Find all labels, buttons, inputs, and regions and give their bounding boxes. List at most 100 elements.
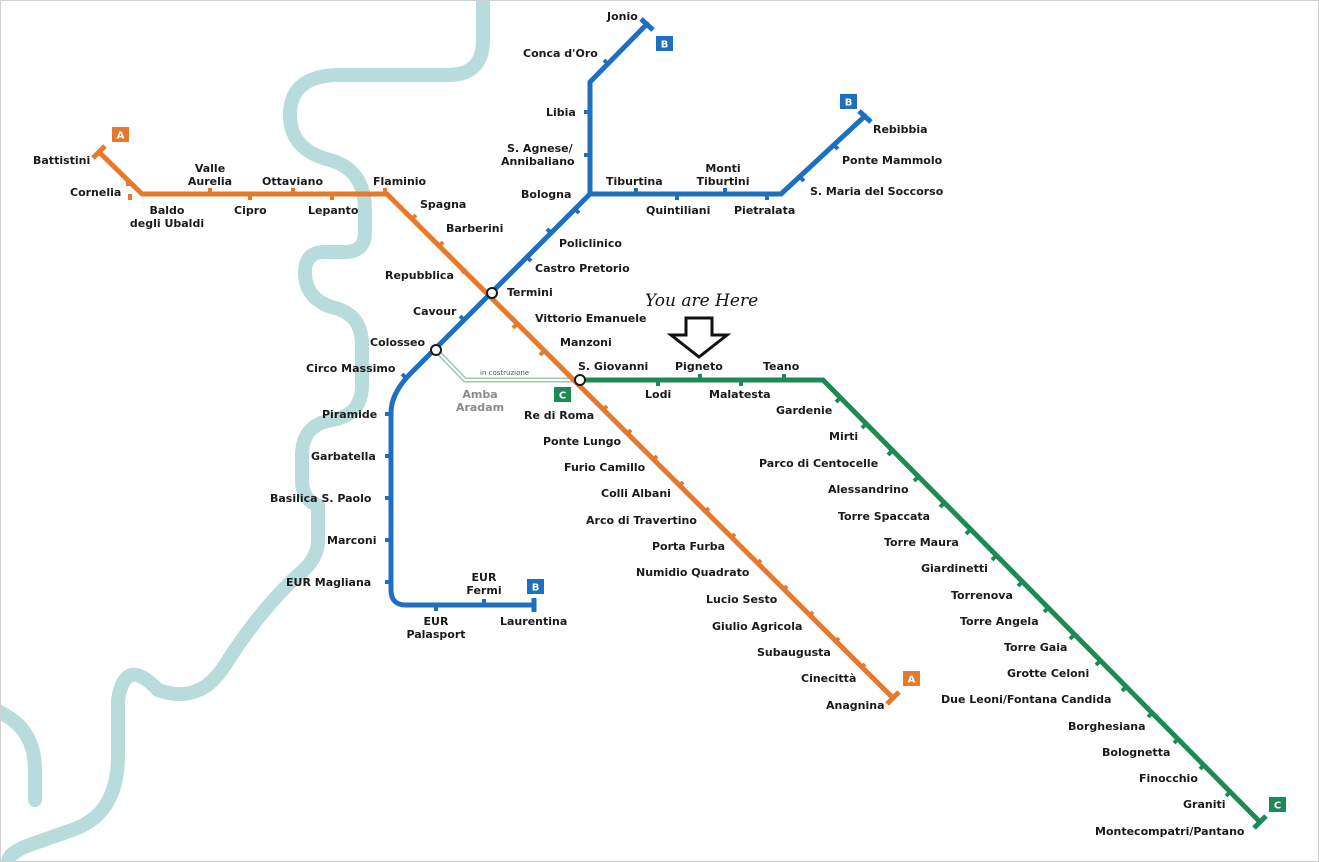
station-eur-palasport-2: Palasport	[406, 628, 465, 641]
station-vittorio-emanuele: Vittorio Emanuele	[535, 312, 647, 325]
station-ottaviano: Ottaviano	[262, 175, 323, 188]
line-b-terminals	[531, 17, 873, 612]
badge-a-west: A	[112, 127, 129, 142]
station-parco-di-centocelle: Parco di Centocelle	[759, 457, 878, 470]
interchange-s-giovanni	[574, 374, 586, 386]
station-quintiliani: Quintiliani	[646, 204, 710, 217]
station-battistini: Battistini	[33, 154, 90, 167]
station-torre-gaia: Torre Gaia	[1004, 641, 1067, 654]
station-ponte-mammolo: Ponte Mammolo	[842, 154, 943, 167]
station-colosseo: Colosseo	[370, 336, 426, 349]
station-lepanto: Lepanto	[308, 204, 359, 217]
svg-text:C: C	[1274, 801, 1281, 812]
station-piramide: Piramide	[322, 408, 377, 421]
station-repubblica: Repubblica	[385, 269, 454, 282]
svg-text:A: A	[908, 675, 916, 686]
station-termini: Termini	[507, 286, 553, 299]
station-eur-fermi-2: Fermi	[466, 584, 501, 597]
station-eur-magliana: EUR Magliana	[286, 576, 371, 589]
station-baldo-degli-ubaldi-2: degli Ubaldi	[130, 217, 204, 230]
badge-a-east: A	[903, 671, 920, 686]
station-monti-tiburtini-2: Tiburtini	[696, 175, 749, 188]
station-porta-furba: Porta Furba	[652, 540, 725, 553]
station-torre-angela: Torre Angela	[960, 615, 1039, 628]
station-torre-spaccata: Torre Spaccata	[838, 510, 930, 523]
line-a-terminals	[91, 144, 901, 706]
station-garbatella: Garbatella	[311, 450, 376, 463]
station-valle-aurelia: Valle	[195, 162, 225, 175]
line-a-stops	[126, 180, 867, 670]
station-amba-aradam: Amba	[462, 388, 497, 401]
station-spagna: Spagna	[420, 198, 466, 211]
station-malatesta: Malatesta	[709, 388, 771, 401]
station-giardinetti: Giardinetti	[921, 562, 988, 575]
station-tiburtina: Tiburtina	[606, 175, 663, 188]
station-grotte-celoni: Grotte Celoni	[1007, 667, 1089, 680]
station-gardenie: Gardenie	[776, 404, 832, 417]
svg-text:B: B	[532, 583, 540, 594]
station-castro-pretorio: Castro Pretorio	[535, 262, 630, 275]
station-bolognetta: Bolognetta	[1102, 746, 1170, 759]
station-eur-palasport: EUR	[424, 615, 449, 628]
station-cavour: Cavour	[413, 305, 457, 318]
station-basilica-s-paolo: Basilica S. Paolo	[270, 492, 372, 505]
you-are-here-arrow	[666, 316, 732, 359]
interchange-colosseo	[430, 344, 442, 356]
station-bologna: Bologna	[521, 188, 571, 201]
badge-c-east: C	[1269, 797, 1286, 812]
station-policlinico: Policlinico	[559, 237, 622, 250]
you-are-here-label: You are Here	[645, 291, 758, 311]
station-monti-tiburtini: Monti	[705, 162, 740, 175]
line-a	[96, 149, 896, 701]
station-montecompatri-pantano: Montecompatri/Pantano	[1095, 825, 1245, 838]
station-re-di-roma: Re di Roma	[524, 409, 594, 422]
svg-text:A: A	[117, 131, 125, 142]
tiber-river-west	[0, 705, 42, 807]
station-due-leoni-fontana-candida: Due Leoni/Fontana Candida	[941, 693, 1111, 706]
line-c-stops	[656, 374, 1232, 798]
line-b-stops	[385, 58, 840, 611]
station-alessandrino: Alessandrino	[828, 483, 909, 496]
station-eur-fermi: EUR	[472, 571, 497, 584]
station-graniti: Graniti	[1183, 798, 1226, 811]
station-rebibbia: Rebibbia	[873, 123, 928, 136]
interchange-termini	[486, 287, 498, 299]
construction-label: in costruzione	[480, 369, 529, 377]
svg-text:B: B	[845, 98, 853, 109]
station-marconi: Marconi	[327, 534, 376, 547]
station-mirti: Mirti	[829, 430, 858, 443]
station-lucio-sesto: Lucio Sesto	[706, 593, 778, 606]
station-teano: Teano	[763, 360, 800, 373]
line-b-rebibbia-branch	[587, 113, 868, 197]
station-pigneto: Pigneto	[675, 360, 723, 373]
badge-c-west: C	[554, 387, 571, 402]
station-s-agnese-annibaliano: S. Agnese/	[507, 142, 574, 155]
station-cornelia: Cornelia	[70, 186, 121, 199]
badge-b-south: B	[527, 579, 544, 594]
badge-b-rebibbia: B	[840, 94, 857, 109]
tiber-river	[1, 0, 490, 862]
station-flaminio: Flaminio	[373, 175, 427, 188]
station-amba-aradam-2: Aradam	[456, 401, 504, 414]
station-giulio-agricola: Giulio Agricola	[712, 620, 802, 633]
station-anagnina: Anagnina	[826, 699, 885, 712]
station-libia: Libia	[546, 106, 576, 119]
station-ponte-lungo: Ponte Lungo	[543, 435, 622, 448]
station-cinecitta: Cinecittà	[801, 672, 856, 685]
station-finocchio: Finocchio	[1139, 772, 1198, 785]
line-c	[577, 377, 1263, 825]
construction-line-inner	[435, 349, 580, 381]
station-barberini: Barberini	[446, 222, 503, 235]
station-conca-doro: Conca d'Oro	[523, 47, 598, 60]
station-s-agnese-annibaliano-2: Annibaliano	[501, 155, 575, 168]
svg-text:C: C	[559, 391, 566, 402]
station-borghesiana: Borghesiana	[1068, 720, 1146, 733]
station-s-maria-del-soccorso: S. Maria del Soccorso	[810, 185, 944, 198]
station-manzoni: Manzoni	[560, 336, 612, 349]
station-circo-massimo: Circo Massimo	[306, 362, 396, 375]
line-c-terminals	[1252, 814, 1268, 830]
station-arco-di-travertino: Arco di Travertino	[586, 514, 697, 527]
station-subaugusta: Subaugusta	[757, 646, 831, 659]
station-lodi: Lodi	[645, 388, 671, 401]
